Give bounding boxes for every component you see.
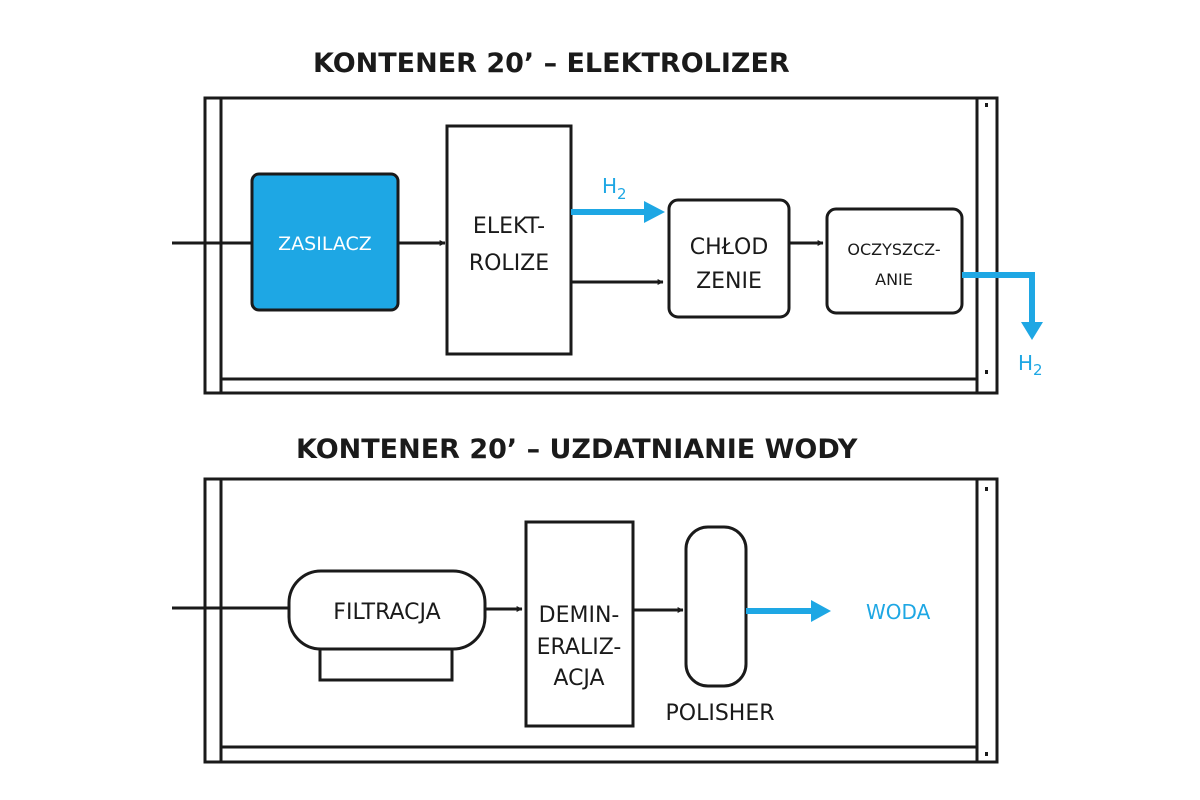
zasilacz-label: ZASILACZ	[278, 233, 372, 255]
bottom-container-title: KONTENER 20’ – UZDATNIANIE WODY	[296, 434, 858, 465]
h2-output-arrow	[962, 272, 1043, 340]
bolt-icon	[985, 487, 988, 491]
filtracja-block: FILTRACJA	[287, 569, 487, 682]
polisher-block: POLISHER	[665, 525, 775, 726]
top-container-frame	[203, 96, 999, 395]
demin-label-1: DEMIN-	[539, 603, 620, 628]
oczyszczanie-label-1: OCZYSZCZ-	[847, 240, 940, 259]
demin-label-2: ERALIZ-	[537, 635, 622, 660]
top-container-title: KONTENER 20’ – ELEKTROLIZER	[313, 48, 790, 79]
elektrolizer-label-1: ELEKT-	[473, 214, 545, 239]
water-output-arrow	[746, 600, 831, 622]
zasilacz-block: ZASILACZ	[250, 172, 400, 312]
bottom-container-frame	[203, 477, 999, 764]
h2-internal-label: H2	[602, 174, 627, 203]
bolt-icon	[985, 370, 988, 374]
filtracja-label: FILTRACJA	[333, 600, 440, 625]
h2-flow-arrow	[571, 201, 665, 223]
h2-output-label: H2	[1018, 351, 1043, 379]
water-output-label: WODA	[866, 600, 931, 624]
elektrolizer-block: ELEKT- ROLIZE	[445, 124, 573, 356]
chlodzenie-label-2: ZENIE	[696, 269, 762, 294]
elektrolizer-label-2: ROLIZE	[469, 251, 549, 276]
filter-base	[318, 646, 454, 682]
oczyszczanie-block: OCZYSZCZ- ANIE	[825, 207, 964, 315]
demineralizacja-block: DEMIN- ERALIZ- ACJA	[524, 520, 635, 728]
bolt-icon	[985, 103, 988, 107]
chlodzenie-block: CHŁOD ZENIE	[667, 198, 791, 319]
bolt-icon	[985, 752, 988, 756]
demin-label-3: ACJA	[553, 666, 604, 691]
polisher-label: POLISHER	[665, 701, 774, 726]
chlodzenie-label-1: CHŁOD	[690, 235, 769, 260]
oczyszczanie-label-2: ANIE	[875, 270, 913, 289]
